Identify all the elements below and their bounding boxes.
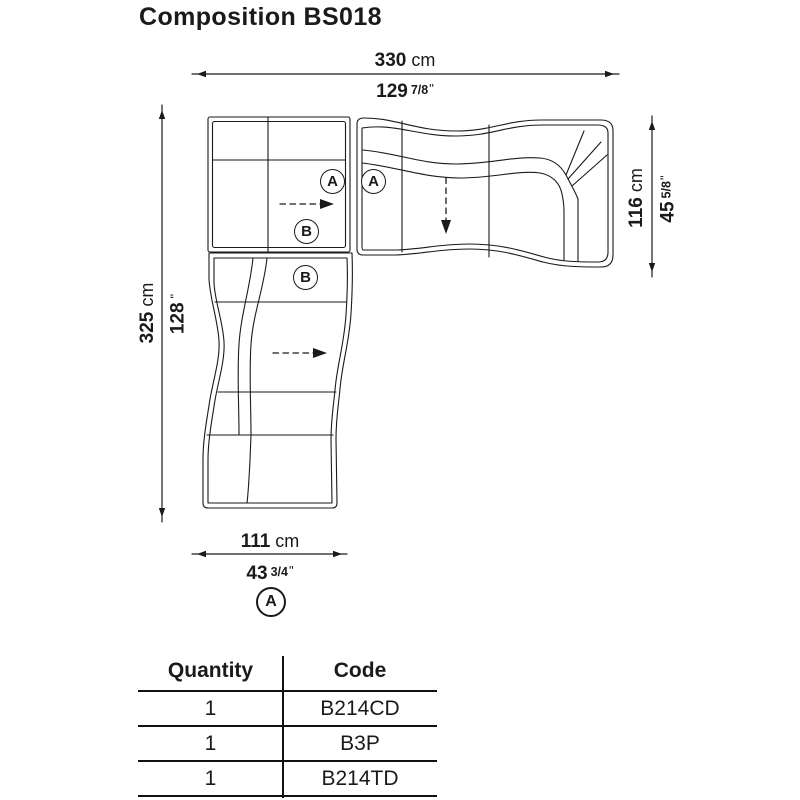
dim-unit: cm [137, 282, 157, 307]
dim-arrowheads [158, 70, 656, 558]
dim-right-metric: 116 cm [626, 168, 647, 228]
dim-value: 45 [657, 201, 679, 223]
backrest-band-lower [361, 162, 565, 261]
spec-table: Quantity Code 1 B214CD 1 B3P 1 B214TD [138, 652, 437, 798]
cell-code: B3P [340, 731, 380, 755]
cell-quantity: 1 [204, 731, 217, 755]
dim-value: 43 [246, 563, 268, 584]
wavy-edge-line [237, 257, 254, 436]
right-chaise-unit [356, 117, 614, 268]
table-header-row: Quantity Code [138, 652, 437, 692]
dim-value: 129 [376, 81, 408, 102]
wavy-edge-line [246, 257, 268, 504]
dim-fraction: 5/8 [659, 181, 674, 199]
cell-quantity: 1 [204, 696, 217, 720]
cell-code: B214CD [320, 696, 400, 720]
dim-value: 128 [167, 302, 189, 335]
dim-right-imperial: 45 5/8" [656, 175, 679, 222]
dim-value: 116 [626, 197, 647, 228]
table-column-divider [282, 656, 284, 798]
inch-mark: " [657, 175, 673, 181]
table-row: 1 B214TD [138, 762, 437, 797]
cell-code: B214TD [321, 766, 399, 790]
table-row: 1 B3P [138, 727, 437, 762]
dim-fraction: 7/8 [410, 83, 429, 97]
lower-chaise-unit [202, 252, 353, 509]
dim-unit: cm [411, 50, 436, 70]
module-tag-a-bottom: A [256, 587, 286, 617]
dim-value: 325 [137, 311, 158, 344]
table-header-code: Code [333, 659, 387, 682]
corner-fan-lines [565, 130, 608, 187]
direction-arrows [272, 177, 451, 358]
dim-unit: cm [275, 531, 300, 551]
module-tag-b: B [293, 265, 318, 290]
module-tag-a: A [320, 169, 345, 194]
dimension-lines [158, 70, 656, 558]
backrest-band-upper [361, 149, 567, 176]
table-row: 1 B214CD [138, 692, 437, 727]
inch-mark: " [167, 293, 183, 299]
inch-mark: " [288, 563, 294, 578]
dim-fraction: 3/4 [270, 565, 288, 579]
dim-left-imperial: 128 " [166, 294, 189, 334]
dim-value: 330 [374, 50, 407, 71]
dim-unit: cm [626, 168, 646, 193]
dim-value: 111 [240, 531, 271, 552]
cell-quantity: 1 [204, 766, 217, 790]
inch-mark: " [429, 81, 434, 96]
corner-unit [207, 116, 351, 253]
module-tag-b: B [294, 219, 319, 244]
page-title: Composition BS018 [139, 3, 382, 31]
module-tag-a: A [361, 169, 386, 194]
dim-left-metric: 325 cm [137, 282, 158, 344]
table-header-quantity: Quantity [167, 659, 254, 682]
